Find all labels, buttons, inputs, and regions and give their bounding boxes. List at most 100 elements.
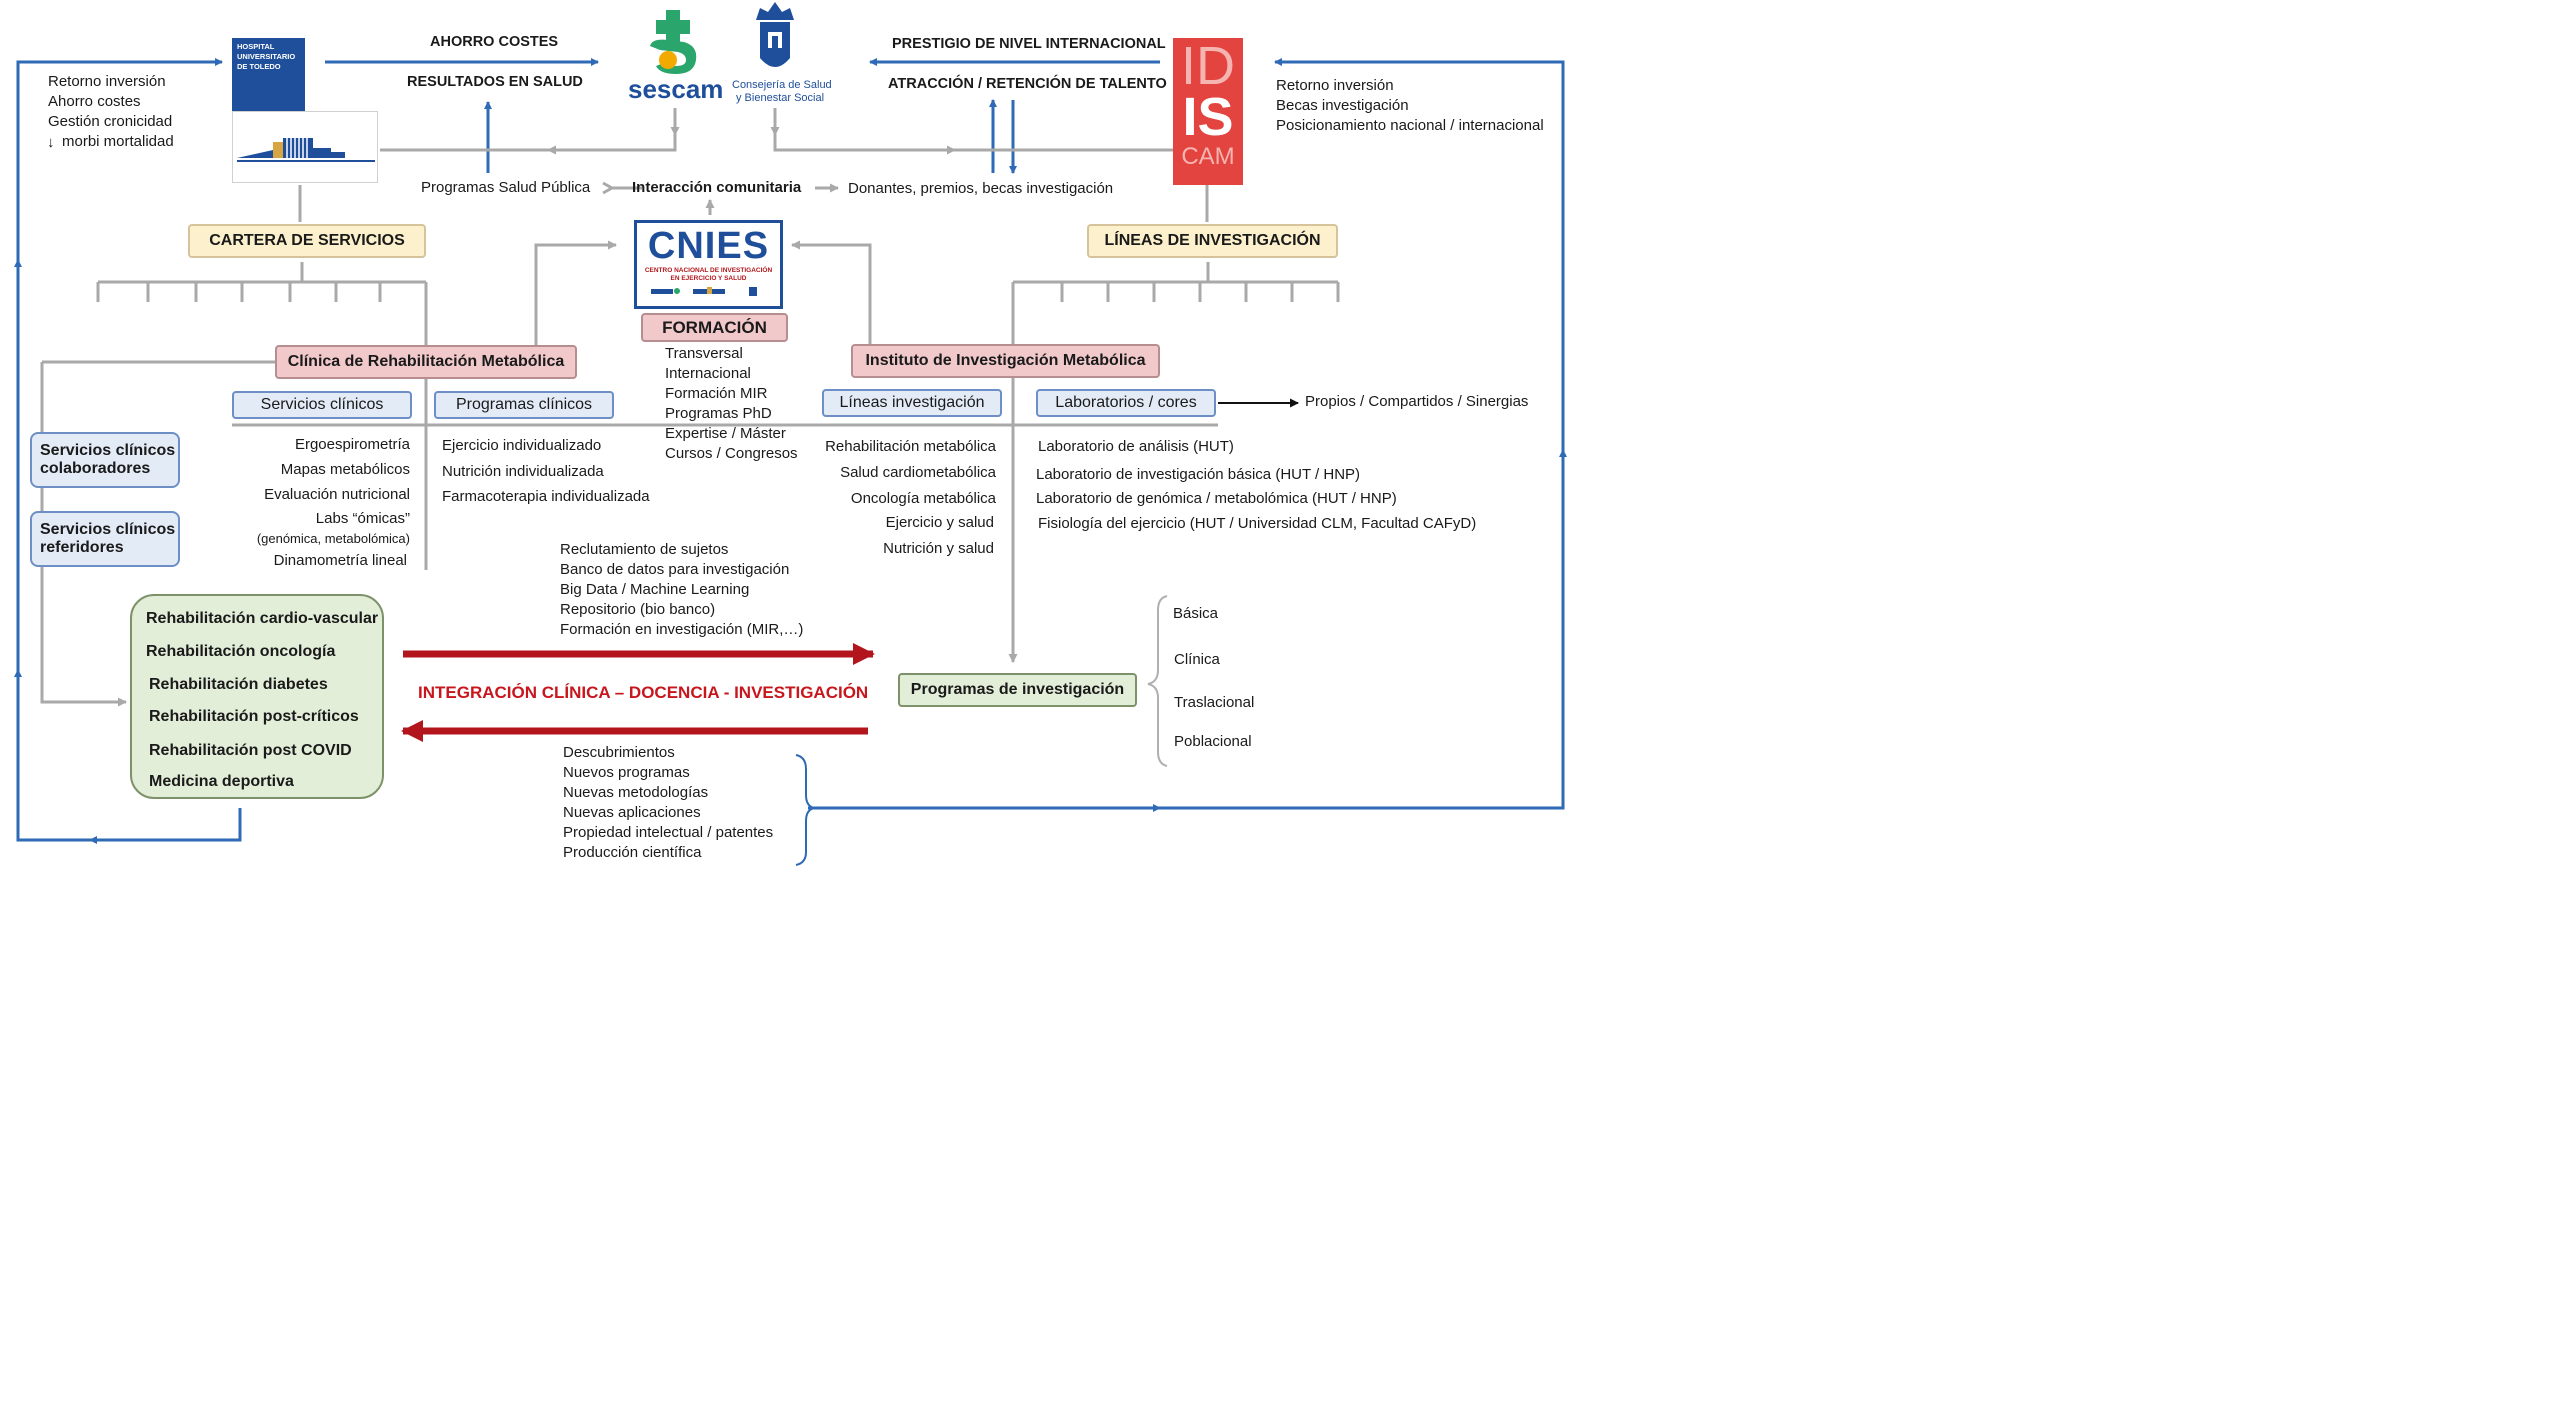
instituto-investigacion-box: Instituto de Investigación Metabólica xyxy=(851,344,1160,378)
benefit-morbimortalidad: morbi mortalidad xyxy=(62,133,174,150)
from-research-item: Nuevos programas xyxy=(563,764,690,781)
linea-item: Salud cardiometabólica xyxy=(840,464,996,481)
lab-item: Laboratorio de análisis (HUT) xyxy=(1038,438,1234,455)
formacion-item: Expertise / Máster xyxy=(665,425,786,442)
benefit-posicionamiento: Posicionamiento nacional / internacional xyxy=(1276,117,1544,134)
servicio-item: Labs “ómicas” xyxy=(315,510,410,527)
formacion-item: Formación MIR xyxy=(665,385,768,402)
servicio-item: Ergoespirometría xyxy=(294,436,410,453)
from-research-item: Propiedad intelectual / patentes xyxy=(563,824,774,841)
formacion-box: FORMACIÓN xyxy=(641,313,788,342)
tipo-investigacion: Poblacional xyxy=(1174,733,1252,750)
from-research-item: Nuevas aplicaciones xyxy=(563,804,701,821)
integracion-title: INTEGRACIÓN CLÍNICA – DOCENCIA - INVESTI… xyxy=(418,683,869,702)
from-research-item: Producción científica xyxy=(563,844,702,861)
programa-item: Farmacoterapia individualizada xyxy=(442,488,650,505)
servicio-item: Dinamometría lineal xyxy=(273,552,407,569)
consejeria-logo: Consejería de Salud y Bienestar Social xyxy=(730,0,832,108)
from-research-item: Nuevas metodologías xyxy=(563,784,709,801)
lab-item: Laboratorio de investigación básica (HUT… xyxy=(1036,466,1361,483)
cnies-partner-logos xyxy=(651,287,757,296)
formacion-item: Internacional xyxy=(665,365,751,382)
benefit-cronicidad: Gestión cronicidad xyxy=(48,113,173,130)
cnies-subtitle-2: EN EJERCICIO Y SALUD xyxy=(670,275,747,282)
benefit-becas: Becas investigación xyxy=(1276,97,1409,114)
programas-salud-publica: Programas Salud Pública xyxy=(421,179,591,196)
from-research-item: Descubrimientos xyxy=(563,744,675,761)
referidores-line1: Servicios clínicos xyxy=(40,521,176,538)
to-research-item: Formación en investigación (MIR,…) xyxy=(560,621,804,638)
tipo-investigacion: Traslacional xyxy=(1174,694,1255,711)
ahorro-costes-label: AHORRO COSTES xyxy=(430,34,559,50)
lineas-investigacion-title-box: LÍNEAS DE INVESTIGACIÓN xyxy=(1087,224,1338,258)
connector-lines xyxy=(14,58,1567,866)
colaboradores-line2: colaboradores xyxy=(40,460,151,477)
idiscam-cam: CAM xyxy=(1181,143,1235,170)
rehab-item: Rehabilitación oncología xyxy=(146,643,336,660)
programas-clinicos-box: Programas clínicos xyxy=(434,391,614,419)
servicios-clinicos-box: Servicios clínicos xyxy=(232,391,412,419)
to-research-list: Reclutamiento de sujetos Banco de datos … xyxy=(560,540,803,640)
cnies-logo: CNIES CENTRO NACIONAL DE INVESTIGACIÓN E… xyxy=(634,220,783,309)
idiscam-id: ID xyxy=(1181,38,1235,96)
from-research-list: Descubrimientos Nuevos programas Nuevas … xyxy=(563,743,773,863)
to-research-item: Reclutamiento de sujetos xyxy=(560,541,729,558)
to-research-item: Banco de datos para investigación xyxy=(560,561,790,578)
servicio-item-sub: (genómica, metabolómica) xyxy=(256,531,410,546)
servicios-colaboradores-box: Servicios clínicos colaboradores xyxy=(30,432,180,488)
programa-item: Nutrición individualizada xyxy=(442,463,604,480)
benefit-retorno-right: Retorno inversión xyxy=(1276,77,1394,94)
donantes-premios-becas: Donantes, premios, becas investigación xyxy=(848,180,1114,197)
formacion-item: Programas PhD xyxy=(665,405,772,422)
laboratorios-cores-box: Laboratorios / cores xyxy=(1036,389,1216,417)
tipo-investigacion: Básica xyxy=(1173,605,1219,622)
benefit-ahorro-left: Ahorro costes xyxy=(48,93,141,110)
formacion-item: Transversal xyxy=(665,345,743,362)
rehab-item: Rehabilitación cardio-vascular xyxy=(146,610,379,627)
hospital-logo: HOSPITAL UNIVERSITARIO DE TOLEDO xyxy=(232,38,378,183)
rehab-item: Rehabilitación diabetes xyxy=(149,676,328,693)
interaccion-comunitaria: Interacción comunitaria xyxy=(632,179,802,196)
servicio-item: Mapas metabólicos xyxy=(280,461,410,478)
idiscam-logo: ID IS CAM xyxy=(1173,38,1243,185)
resultados-salud-label: RESULTADOS EN SALUD xyxy=(407,74,583,90)
down-arrow-icon: ↓ xyxy=(47,134,55,151)
benefit-retorno-left: Retorno inversión xyxy=(48,73,166,90)
consejeria-line2: y Bienestar Social xyxy=(736,92,825,104)
rehab-item: Rehabilitación post-críticos xyxy=(149,708,359,725)
linea-item: Nutrición y salud xyxy=(883,540,994,557)
clinica-rehabilitacion-box: Clínica de Rehabilitación Metabólica xyxy=(275,345,577,379)
idiscam-is: IS xyxy=(1182,87,1234,147)
to-research-item: Repositorio (bio banco) xyxy=(560,601,716,618)
servicio-item: Evaluación nutricional xyxy=(264,486,410,503)
atraccion-talento-label: ATRACCIÓN / RETENCIÓN DE TALENTO xyxy=(888,76,1167,92)
sescam-logo: sescam xyxy=(628,8,724,106)
linea-item: Rehabilitación metabólica xyxy=(825,438,996,455)
formacion-list: Transversal Internacional Formación MIR … xyxy=(665,344,798,464)
programa-item: Ejercicio individualizado xyxy=(442,437,602,454)
lineas-investigacion-box: Líneas investigación xyxy=(822,389,1002,417)
referidores-line2: referidores xyxy=(40,539,124,556)
hospital-logo-label: HOSPITAL UNIVERSITARIO DE TOLEDO xyxy=(232,38,305,111)
tipo-investigacion: Clínica xyxy=(1174,651,1220,668)
linea-item: Ejercicio y salud xyxy=(885,514,994,531)
lab-item: Fisiología del ejercicio (HUT / Universi… xyxy=(1038,515,1477,532)
rehab-item: Medicina deportiva xyxy=(149,773,294,790)
sescam-wordmark: sescam xyxy=(628,74,724,104)
to-research-item: Big Data / Machine Learning xyxy=(560,581,750,598)
servicios-referidores-box: Servicios clínicos referidores xyxy=(30,511,180,567)
cartera-servicios-box: CARTERA DE SERVICIOS xyxy=(188,224,426,258)
consejeria-line1: Consejería de Salud xyxy=(732,79,832,91)
linea-item: Oncología metabólica xyxy=(850,490,996,507)
formacion-item: Cursos / Congresos xyxy=(665,445,798,462)
colaboradores-line1: Servicios clínicos xyxy=(40,442,176,459)
rehab-item: Rehabilitación post COVID xyxy=(149,742,352,759)
propios-compartidos-label: Propios / Compartidos / Sinergias xyxy=(1305,393,1529,410)
coat-of-arms-icon xyxy=(756,2,794,67)
rehabilitacion-programs-box xyxy=(130,594,384,799)
cnies-subtitle-1: CENTRO NACIONAL DE INVESTIGACIÓN xyxy=(644,267,773,274)
cnies-wordmark: CNIES xyxy=(647,225,770,267)
prestigio-label: PRESTIGIO DE NIVEL INTERNACIONAL xyxy=(892,36,1166,52)
hospital-building-image xyxy=(232,111,378,183)
lab-item: Laboratorio de genómica / metabolómica (… xyxy=(1036,490,1397,507)
